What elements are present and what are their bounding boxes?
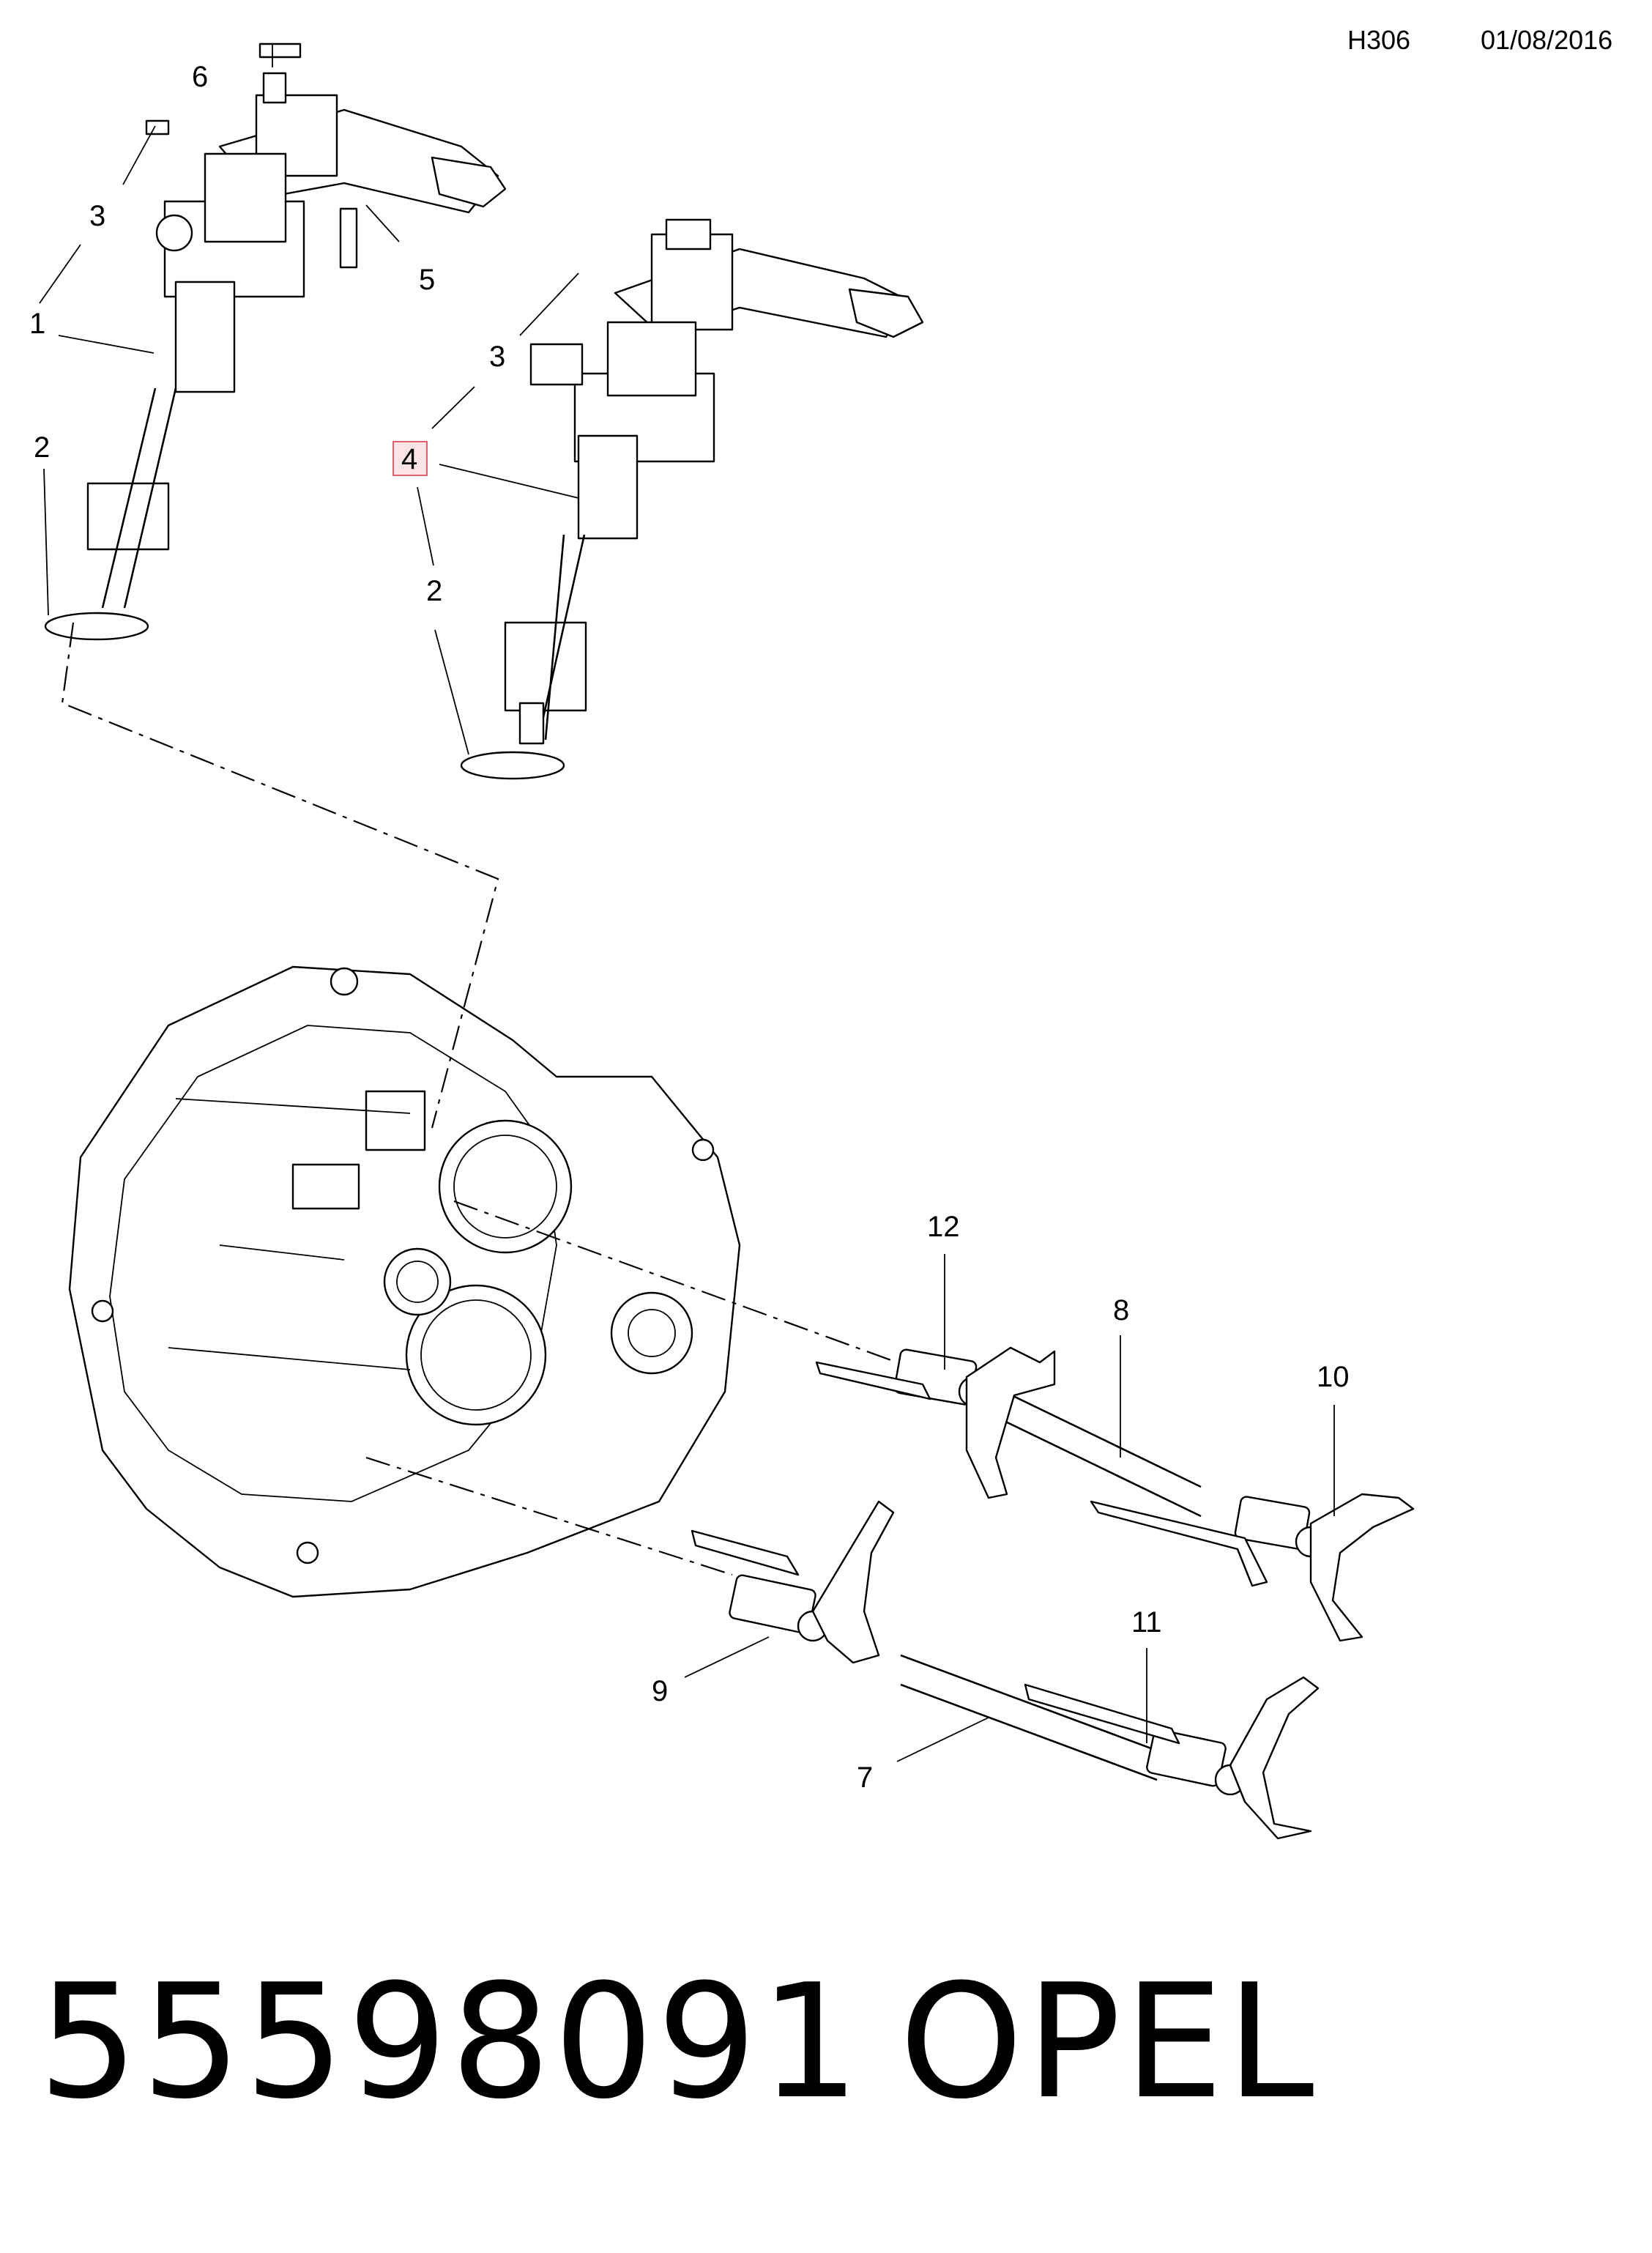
leader-lines (39, 44, 1335, 1762)
part-number: 55598091 (38, 1950, 863, 2134)
callout-3-right: 3 (489, 341, 505, 373)
shift-rod-8-group (815, 1346, 1202, 1518)
callout-7: 7 (857, 1762, 873, 1794)
callout-6: 6 (192, 61, 208, 93)
callout-8: 8 (1113, 1294, 1129, 1326)
callout-4: 4 (401, 443, 417, 475)
diagram-code: H306 (1347, 25, 1411, 55)
highlighted-callout-box (392, 441, 428, 476)
brand-name: OPEL (899, 1950, 1317, 2134)
shift-tower-assembly-2 (460, 218, 924, 780)
callout-12: 12 (927, 1211, 960, 1243)
shift-tower-assembly-1 (44, 42, 507, 641)
callout-10: 10 (1317, 1361, 1350, 1393)
callout-2-right: 2 (426, 575, 442, 607)
callout-11: 11 (1131, 1606, 1162, 1638)
callout-2-left: 2 (34, 431, 50, 464)
callout-9: 9 (652, 1675, 668, 1707)
shift-rod-10-group (1090, 1493, 1415, 1642)
transmission-housing (68, 965, 741, 1598)
exploded-parts-diagram: 6 3 5 1 2 3 4 2 12 8 10 11 9 7 (29, 42, 1415, 1840)
callout-1: 1 (29, 308, 45, 340)
shift-rod-7-group (691, 1500, 1320, 1840)
callout-3-left: 3 (89, 200, 105, 232)
callout-5: 5 (419, 264, 435, 296)
alignment-lines (61, 622, 898, 1576)
callout-labels: 6 3 5 1 2 3 4 2 12 8 10 11 9 7 (29, 61, 1350, 1794)
diagram-date: 01/08/2016 (1481, 25, 1613, 55)
